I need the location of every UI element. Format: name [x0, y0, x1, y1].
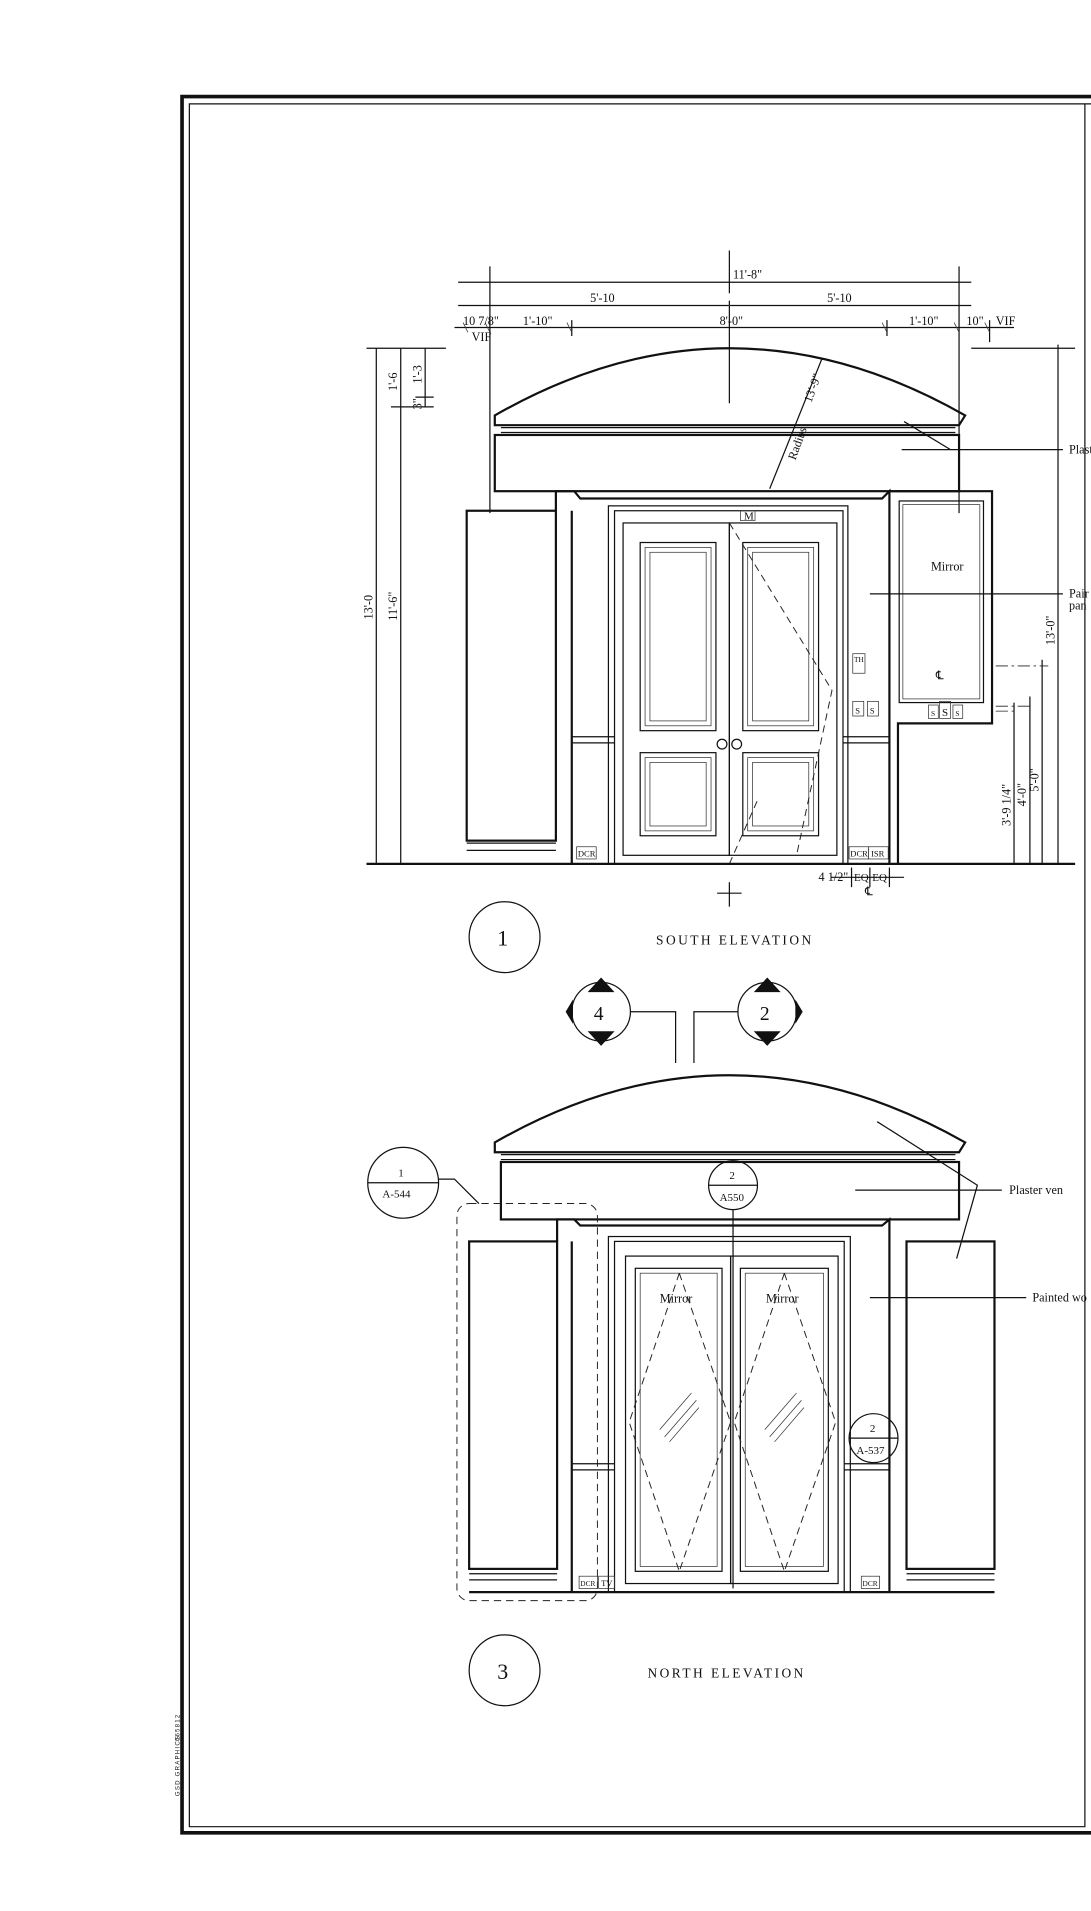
left-dimensions: 13'-0 11'-6" 1'-6 1'-3 3" [362, 347, 446, 865]
north-elevation: 1 A-544 2 A550 Mirror Mi [367, 1074, 1087, 1707]
dim-right-d2: 4'-0" [1015, 783, 1029, 806]
dim-half-right: 5'-10 [827, 291, 852, 305]
callout-plaster: Plaster ven [1009, 1183, 1063, 1197]
dim-eq-2: EQ [872, 872, 887, 884]
wall-devices: DCR DCR ISR TH S S [576, 653, 889, 860]
dim-half-left: 5'-10 [590, 291, 615, 305]
dim-left-bay: 1'-10" [523, 314, 553, 328]
device-switch-2: S [870, 706, 875, 716]
detail-tag-bottom: A-544 [382, 1188, 411, 1200]
dim-right-vif: VIF [996, 314, 1016, 328]
callout-painted-1: Pair [1069, 586, 1089, 600]
device-dcr-right: DCR [863, 1579, 878, 1588]
view-title: SOUTH ELEVATION [656, 933, 814, 948]
dim-centerline: ℄ [864, 885, 873, 899]
door-knob-left [716, 738, 728, 750]
right-pilaster [905, 1240, 996, 1570]
detail-tag-a544: 1 A-544 [367, 1146, 598, 1602]
radius-value: 13'-9" [801, 372, 824, 405]
view-title: NORTH ELEVATION [648, 1666, 806, 1681]
section-marker-number: 2 [760, 1004, 770, 1025]
dim-right-d3: 3'-9 1/4" [999, 784, 1013, 826]
top-dimensions: 11'-8" 5'-10 5'-10 10 7/8" VIF 1'-10" 8'… [454, 250, 1016, 514]
dim-left-lower: 11'-6" [386, 592, 400, 621]
dim-right-bay: 1'-10" [909, 314, 939, 328]
dim-left-edge: 10 7/8" [463, 314, 499, 328]
section-marker-2: 2 [737, 977, 803, 1046]
mirror-label-right: Mirror [766, 1292, 799, 1306]
device-isr: ISR [871, 849, 885, 859]
device-thermostat: TH [854, 655, 864, 664]
door-surround [556, 1217, 891, 1593]
mirror-centerline: ℄ [935, 668, 944, 682]
view-number-circle [468, 1634, 541, 1707]
dim-offset: 4 1/2" [819, 870, 849, 884]
dim-right-overall: 13'-0" [1043, 616, 1057, 646]
south-elevation: 11'-8" 5'-10 5'-10 10 7/8" VIF 1'-10" 8'… [362, 250, 1091, 974]
section-markers: 4 2 [565, 977, 803, 1064]
detail-tag-a550: 2 A550 [707, 1160, 759, 1589]
left-pilaster [465, 509, 557, 852]
dim-center: 8'-0" [720, 314, 743, 328]
sheet-border [180, 94, 1091, 1835]
section-marker-4: 4 [565, 977, 632, 1046]
detail-tag-a537: 2 A-537 [848, 1413, 899, 1464]
device-tv: TV [601, 1578, 613, 1588]
south-callouts: Plast Pair pan [869, 442, 1091, 613]
dim-right-edge: 10" [966, 314, 983, 328]
device-switch-4: S [942, 707, 948, 719]
mirror-label: Mirror [931, 560, 964, 574]
dim-left-cap: 1'-3 [410, 365, 424, 383]
detail-tag-top: 2 [870, 1423, 875, 1435]
device-dcr-left: DCR [578, 849, 596, 859]
callout-plaster: Plast [1069, 442, 1091, 456]
callout-painted-2: pan [1069, 599, 1087, 613]
dim-right-d1: 5'-0" [1027, 768, 1041, 791]
detail-tag-top: 2 [729, 1170, 734, 1182]
device-switch-3: S [931, 709, 935, 718]
view-number: 1 [497, 926, 508, 951]
mirror-label-left: Mirror [660, 1292, 693, 1306]
dim-left-vif: VIF [472, 330, 492, 344]
credit-text: GSD GRAPHICS [175, 1735, 182, 1796]
door-tag: M [744, 510, 754, 522]
device-dcr-right: DCR [850, 849, 868, 859]
wall-devices: DCR TV DCR [578, 1575, 881, 1589]
dim-left-band: 3" [410, 398, 424, 409]
view-number: 3 [497, 1659, 508, 1684]
double-door [622, 522, 838, 865]
mirror-panel: Mirror ℄ S S S [889, 490, 994, 864]
mirrored-double-door: Mirror Mirror [624, 1255, 839, 1585]
dim-left-overall: 13'-0 [362, 595, 376, 620]
detail-tag-bottom: A-537 [856, 1445, 885, 1457]
dim-eq-1: EQ [854, 872, 869, 884]
callout-painted: Painted wo [1032, 1290, 1087, 1304]
door-surround: M [554, 488, 891, 865]
arched-pediment [493, 1074, 979, 1259]
left-pilaster [468, 1240, 559, 1570]
view-number-circle [468, 901, 541, 974]
device-dcr-left: DCR [580, 1579, 595, 1588]
credit-code: 065812 [175, 1713, 182, 1741]
detail-tag-bottom: A550 [720, 1192, 745, 1204]
device-switch-5: S [955, 709, 959, 718]
right-dimensions: 13'-0" 5'-0" 4'-0" 3'-9 1/4" [971, 344, 1076, 864]
detail-tag-top: 1 [398, 1168, 403, 1180]
dim-left-upper: 1'-6 [386, 373, 400, 391]
door-knob-right [731, 738, 743, 750]
dim-overall-width: 11'-8" [733, 268, 762, 282]
radius-label: Radius [785, 425, 810, 462]
device-switch-1: S [855, 706, 860, 716]
section-marker-number: 4 [594, 1004, 604, 1025]
north-callouts: Plaster ven Painted wo [855, 1183, 1087, 1304]
